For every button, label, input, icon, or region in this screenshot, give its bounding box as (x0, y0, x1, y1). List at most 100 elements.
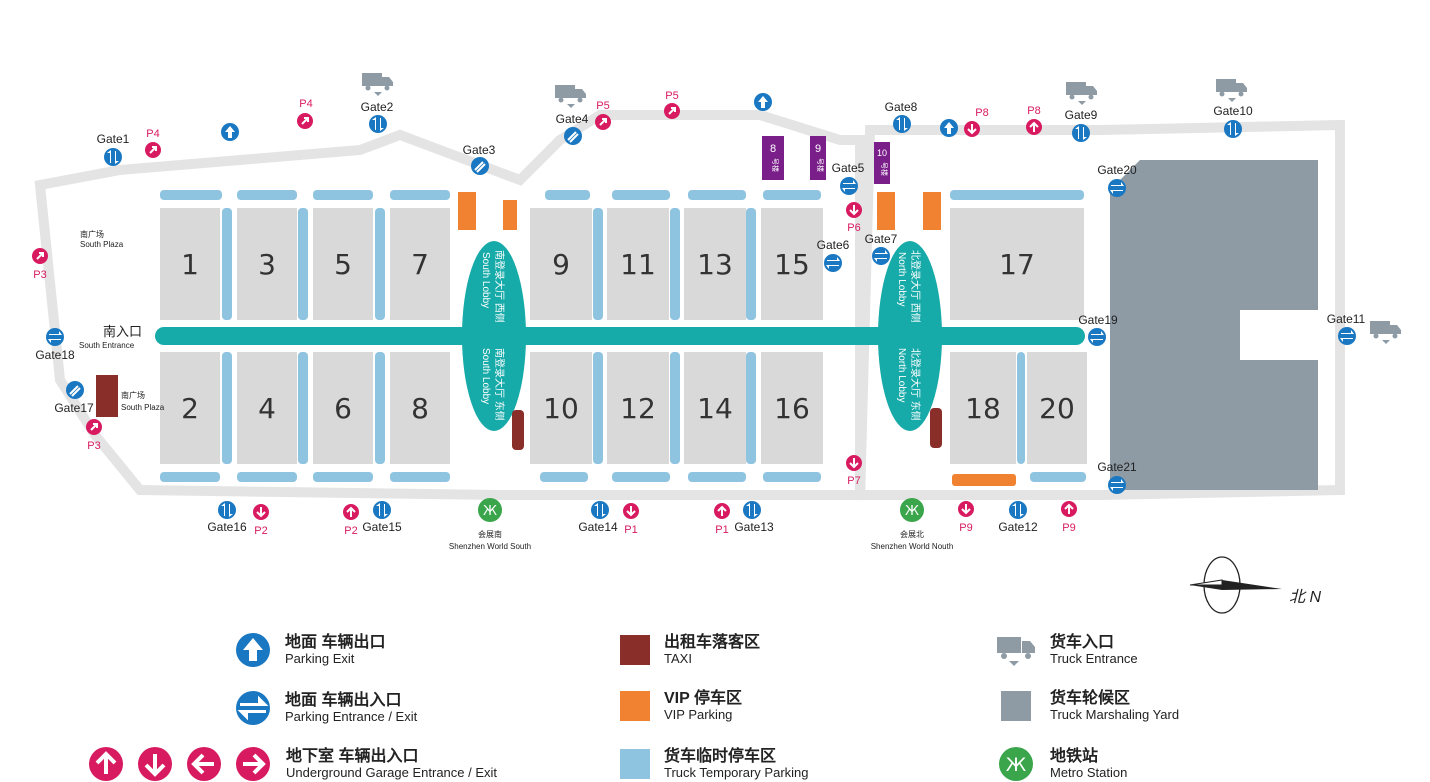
hall-14[interactable] (684, 352, 746, 464)
gate4-icon[interactable] (563, 126, 583, 146)
truck-temp-parking (540, 472, 588, 482)
south-lobby-en-label-2: South Lobby (480, 348, 491, 404)
hall-8-number: 8 (411, 392, 429, 425)
underground-p5-icon[interactable] (663, 102, 681, 120)
hall-8[interactable] (390, 352, 450, 464)
gate17-icon[interactable] (65, 380, 85, 400)
parking-p6-label: P6 (847, 222, 860, 234)
hall-1[interactable] (160, 208, 220, 320)
gate3-icon[interactable] (470, 156, 490, 176)
hall-16[interactable] (761, 352, 823, 464)
hall-16-number: 16 (774, 392, 810, 425)
gate6-icon[interactable] (824, 254, 842, 272)
gate10-icon[interactable] (1224, 120, 1242, 138)
vip-parking (877, 192, 895, 230)
truck-temp-parking (763, 472, 821, 482)
gate2-icon[interactable] (369, 115, 387, 133)
truck-icon (1370, 321, 1401, 344)
truck-temp-parking (688, 190, 746, 200)
north-lobby-west-label: 北登录大厅 西侧 (909, 250, 922, 323)
hall-14-number: 14 (697, 392, 733, 425)
parking-p9-label: P9 (959, 522, 972, 534)
hall-9-number: 9 (552, 248, 570, 281)
underground-p4-icon[interactable] (296, 112, 314, 130)
gate21-icon[interactable] (1108, 476, 1126, 494)
metro-south-en: Shenzhen World South (449, 542, 531, 551)
gate15-icon[interactable] (373, 501, 391, 519)
gate11-icon[interactable] (1338, 327, 1356, 345)
underground-p2-icon[interactable] (252, 503, 270, 521)
gate16-icon[interactable] (218, 501, 236, 519)
hall-3[interactable] (237, 208, 297, 320)
parking-p9-label: P9 (1062, 522, 1075, 534)
underground-p2-icon[interactable] (342, 503, 360, 521)
north-lobby-en-label-2: North Lobby (896, 348, 907, 402)
truck-temp-parking (222, 208, 232, 320)
metro-north-en: Shenzhen World Nouth (871, 542, 954, 551)
gate21-label: Gate21 (1097, 460, 1137, 474)
gate7-icon[interactable] (872, 247, 890, 265)
gate1-icon[interactable] (104, 148, 122, 166)
gate5-icon[interactable] (840, 177, 858, 195)
parking-exit-icon[interactable] (940, 119, 958, 137)
south-plaza-label-2: 南广场 (121, 390, 145, 400)
truck-temp-parking (375, 352, 385, 464)
hall-20[interactable] (1027, 352, 1087, 464)
building-9 (810, 136, 826, 180)
hall-11[interactable] (607, 208, 669, 320)
compass-icon (1189, 556, 1282, 614)
vip-parking (458, 192, 476, 230)
hall-7[interactable] (390, 208, 450, 320)
underground-p4-icon[interactable] (144, 141, 162, 159)
underground-p3-icon[interactable] (85, 418, 103, 436)
hall-12-number: 12 (620, 392, 656, 425)
underground-p5-icon[interactable] (594, 113, 612, 131)
gate8-icon[interactable] (893, 115, 911, 133)
gate3-label: Gate3 (463, 143, 496, 157)
underground-p6-icon[interactable] (845, 201, 863, 219)
parking-exit-icon[interactable] (221, 123, 239, 141)
truck-temp-parking (237, 190, 297, 200)
hall-4[interactable] (237, 352, 297, 464)
hall-9[interactable] (530, 208, 592, 320)
south-lobby-east-label: 南登录大厅 东侧 (493, 348, 506, 421)
gate4-label: Gate4 (556, 112, 589, 126)
gate20-icon[interactable] (1108, 179, 1126, 197)
underground-p1-icon[interactable] (622, 502, 640, 520)
parking-p4-label: P4 (146, 128, 159, 140)
gate19-icon[interactable] (1088, 328, 1106, 346)
gate18-label: Gate18 (35, 348, 75, 362)
hall-18[interactable] (950, 352, 1016, 464)
hall-12[interactable] (607, 352, 669, 464)
gate18-icon[interactable] (46, 328, 64, 346)
underground-p9-icon[interactable] (957, 500, 975, 518)
gate9-icon[interactable] (1072, 124, 1090, 142)
underground-p9-icon[interactable] (1060, 500, 1078, 518)
south-plaza-en-2: South Plaza (121, 403, 165, 412)
metro-south-cn: 会展南 (478, 529, 502, 539)
underground-p1-icon[interactable] (713, 502, 731, 520)
underground-p8-icon[interactable] (1025, 118, 1043, 136)
gate13-icon[interactable] (743, 501, 761, 519)
parking-exit-icon[interactable] (754, 93, 772, 111)
parking-p8-label: P8 (975, 107, 988, 119)
gate14-icon[interactable] (591, 501, 609, 519)
hall-4-number: 4 (258, 392, 276, 425)
gate1-label: Gate1 (97, 132, 130, 146)
truck-temp-parking (612, 190, 670, 200)
hall-5[interactable] (313, 208, 373, 320)
underground-p8-icon[interactable] (963, 120, 981, 138)
hall-2[interactable] (160, 352, 220, 464)
vip-parking (952, 474, 1016, 486)
south-lobby-west-label: 南登录大厅 西侧 (493, 250, 506, 323)
gate12-icon[interactable] (1009, 501, 1027, 519)
hall-17[interactable] (950, 208, 1084, 320)
underground-p7-icon[interactable] (845, 454, 863, 472)
hall-6[interactable] (313, 352, 373, 464)
parking-p8-label: P8 (1027, 105, 1040, 117)
hall-13[interactable] (684, 208, 746, 320)
hall-15[interactable] (761, 208, 823, 320)
hall-10[interactable] (530, 352, 592, 464)
underground-p3-icon[interactable] (31, 247, 49, 265)
